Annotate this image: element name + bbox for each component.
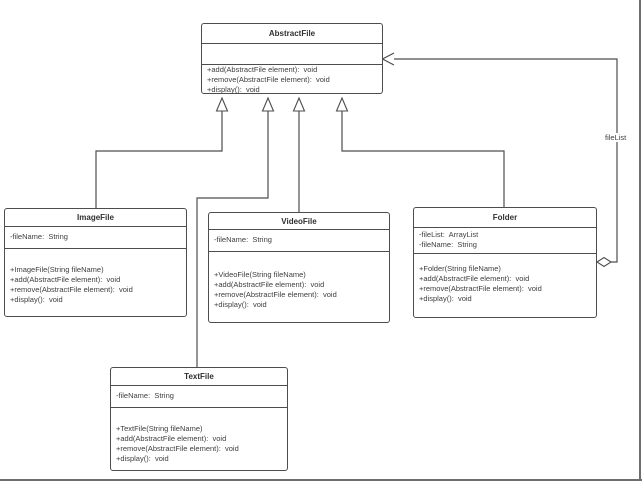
canvas-bottom-border [0, 479, 642, 481]
method-entry: +display(): void [207, 85, 260, 93]
method-entry: +add(AbstractFile element): void [214, 280, 325, 289]
class-title: AbstractFile [202, 24, 382, 44]
method-entry: +TextFile(String fileName) [116, 424, 203, 433]
class-title: VideoFile [209, 213, 389, 230]
methods-compartment: +add(AbstractFile element): void +remove… [202, 65, 382, 93]
method-entry: +display(): void [214, 300, 267, 309]
class-title: TextFile [111, 368, 287, 386]
class-folder[interactable]: Folder -fileList: ArrayList -fileName: S… [413, 207, 597, 318]
open-arrowhead-icon [381, 52, 395, 66]
class-videofile[interactable]: VideoFile -fileName: String +VideoFile(S… [208, 212, 390, 323]
method-entry: +display(): void [10, 295, 63, 304]
methods-compartment: +ImageFile(String fileName) +add(Abstrac… [5, 249, 186, 316]
method-entry: +VideoFile(String fileName) [214, 270, 306, 279]
method-entry: +display(): void [116, 454, 169, 463]
method-entry: +remove(AbstractFile element): void [214, 290, 337, 299]
aggregation-folder-abstractfile-line [394, 58, 618, 263]
hollow-triangle-icon [261, 96, 275, 112]
attribute-entry: -fileName: String [419, 240, 477, 249]
attribute-entry: -fileName: String [10, 232, 68, 241]
class-title: Folder [414, 208, 596, 228]
attributes-compartment: -fileName: String [5, 227, 186, 249]
canvas-right-border [639, 0, 641, 481]
method-entry: +ImageFile(String fileName) [10, 265, 104, 274]
hollow-triangle-icon [335, 96, 349, 112]
methods-compartment: +Folder(String fileName) +add(AbstractFi… [414, 254, 596, 317]
class-title: ImageFile [5, 209, 186, 227]
attributes-compartment: -fileName: String [111, 386, 287, 408]
method-entry: +display(): void [419, 294, 472, 303]
generalization-folder-abstractfile [341, 111, 505, 207]
method-entry: +add(AbstractFile element): void [116, 434, 227, 443]
hollow-triangle-icon [292, 96, 306, 112]
methods-compartment: +VideoFile(String fileName) +add(Abstrac… [209, 252, 389, 322]
hollow-triangle-icon [215, 96, 229, 112]
attributes-compartment [202, 44, 382, 65]
method-entry: +add(AbstractFile element): void [10, 275, 121, 284]
attribute-entry: -fileName: String [116, 391, 174, 400]
attributes-compartment: -fileList: ArrayList -fileName: String [414, 228, 596, 254]
method-entry: +Folder(String fileName) [419, 264, 501, 273]
attributes-compartment: -fileName: String [209, 230, 389, 252]
attribute-entry: -fileName: String [214, 235, 272, 244]
aggregation-label-filelist: fileList [604, 133, 628, 142]
attribute-entry: -fileList: ArrayList [419, 230, 479, 239]
method-entry: +remove(AbstractFile element): void [10, 285, 133, 294]
method-entry: +add(AbstractFile element): void [419, 274, 530, 283]
generalization-imagefile-abstractfile [95, 111, 223, 208]
hollow-diamond-icon [595, 256, 613, 268]
method-entry: +add(AbstractFile element): void [207, 65, 318, 74]
class-imagefile[interactable]: ImageFile -fileName: String +ImageFile(S… [4, 208, 187, 317]
class-textfile[interactable]: TextFile -fileName: String +TextFile(Str… [110, 367, 288, 471]
class-abstractfile[interactable]: AbstractFile +add(AbstractFile element):… [201, 23, 383, 94]
method-entry: +remove(AbstractFile element): void [419, 284, 542, 293]
methods-compartment: +TextFile(String fileName) +add(Abstract… [111, 408, 287, 470]
method-entry: +remove(AbstractFile element): void [116, 444, 239, 453]
method-entry: +remove(AbstractFile element): void [207, 75, 330, 84]
generalization-textfile-abstractfile [196, 111, 269, 367]
